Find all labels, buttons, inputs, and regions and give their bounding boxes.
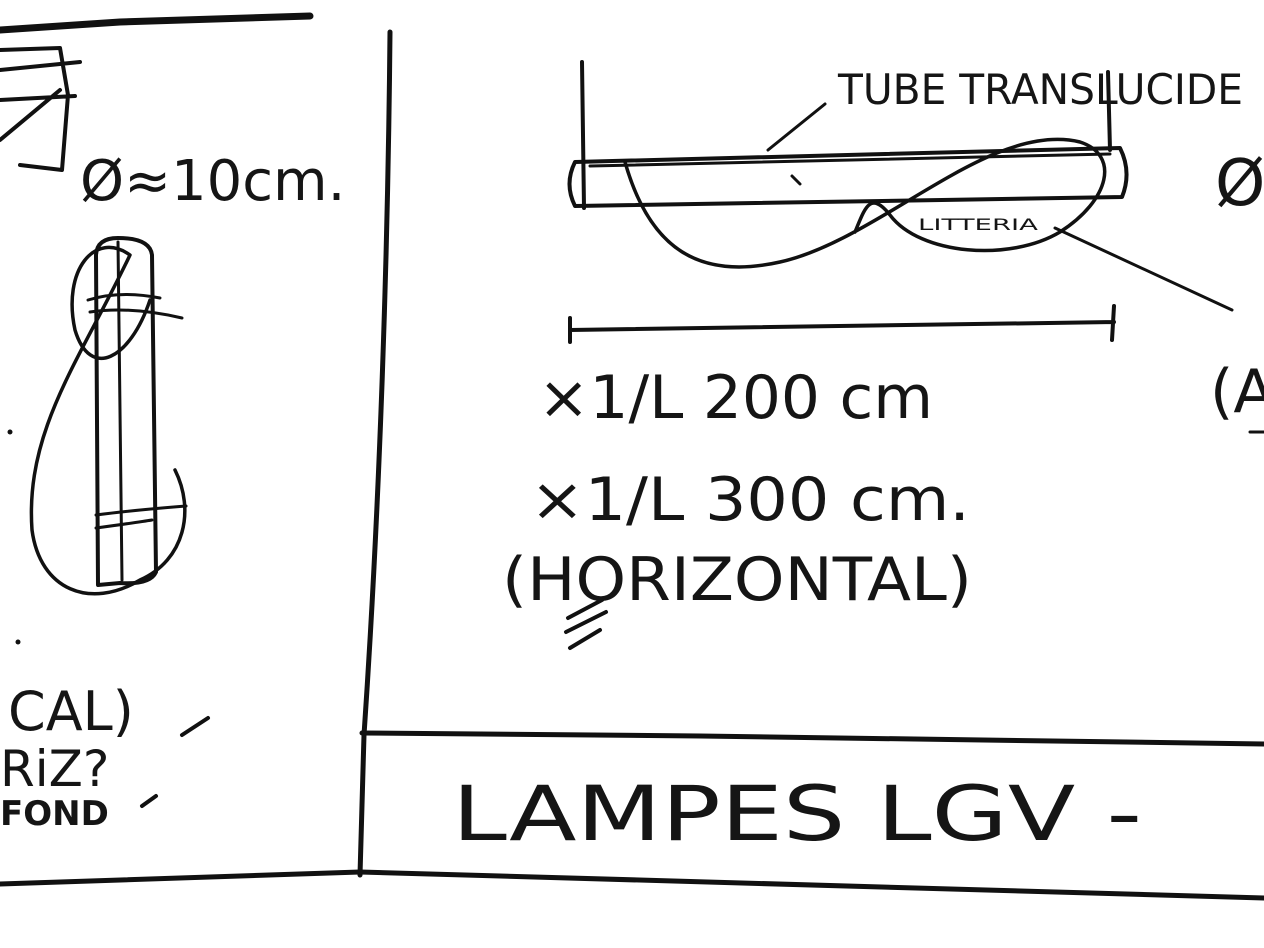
diameter-note: Ø≈10cm. (80, 149, 345, 214)
horiz-question-note: RiZ? (0, 740, 109, 798)
dash-mark-left (180, 716, 210, 737)
top-left-box-sketch (0, 46, 82, 172)
left-panel-divider (357, 29, 393, 878)
cord-label: LITTERIA (918, 215, 1038, 234)
vertical-tube-outline (94, 236, 158, 587)
tube-inner-line (588, 152, 1112, 168)
right-panel: TUBE TRANSLUCIDE LITTERIA ×1/L 200 cm ×1… (502, 60, 1264, 650)
figure-eight-cord-horizontal (623, 137, 1107, 269)
tube-pointer-line (766, 102, 827, 152)
panel-frame (0, 12, 1264, 901)
figure-eight-cord (29, 245, 187, 596)
orientation-note: (HORIZONTAL) (502, 545, 972, 615)
dimension-line (568, 304, 1116, 344)
cut-diameter: Ø (1215, 147, 1264, 221)
length-option-1: ×1/L 200 cm (538, 363, 933, 433)
suspension-wire-left (580, 60, 586, 210)
left-panel: Ø≈10cm. CAL) RiZ? FOND (0, 46, 345, 834)
cord-pointer-line (1053, 226, 1234, 312)
top-border-line (0, 12, 314, 34)
dash-mark-left-2 (140, 794, 158, 808)
footer-title: LAMPES LGV - (452, 769, 1142, 858)
ink-dot-left (7, 429, 13, 435)
footer: LAMPES LGV - (452, 769, 1142, 858)
tube-strap-bottom (94, 504, 188, 530)
tube-label: TUBE TRANSLUCIDE (837, 65, 1243, 114)
bottom-border-line (0, 869, 1264, 901)
ink-dot-left-2 (15, 639, 21, 645)
cut-paren: (A (1210, 357, 1264, 427)
length-option-2: ×1/L 300 cm. (530, 465, 970, 535)
tube-tick-mark (790, 174, 802, 186)
horizontal-tube-outline (567, 146, 1129, 208)
footer-top-line (359, 730, 1264, 747)
scribble-mark (564, 598, 608, 650)
tube-strap-top (86, 292, 184, 320)
suspension-wire-right (1106, 70, 1112, 152)
vertical-note: CAL) (8, 680, 134, 743)
fond-note: FOND (0, 794, 109, 834)
vertical-tube-inner-line (116, 240, 124, 582)
